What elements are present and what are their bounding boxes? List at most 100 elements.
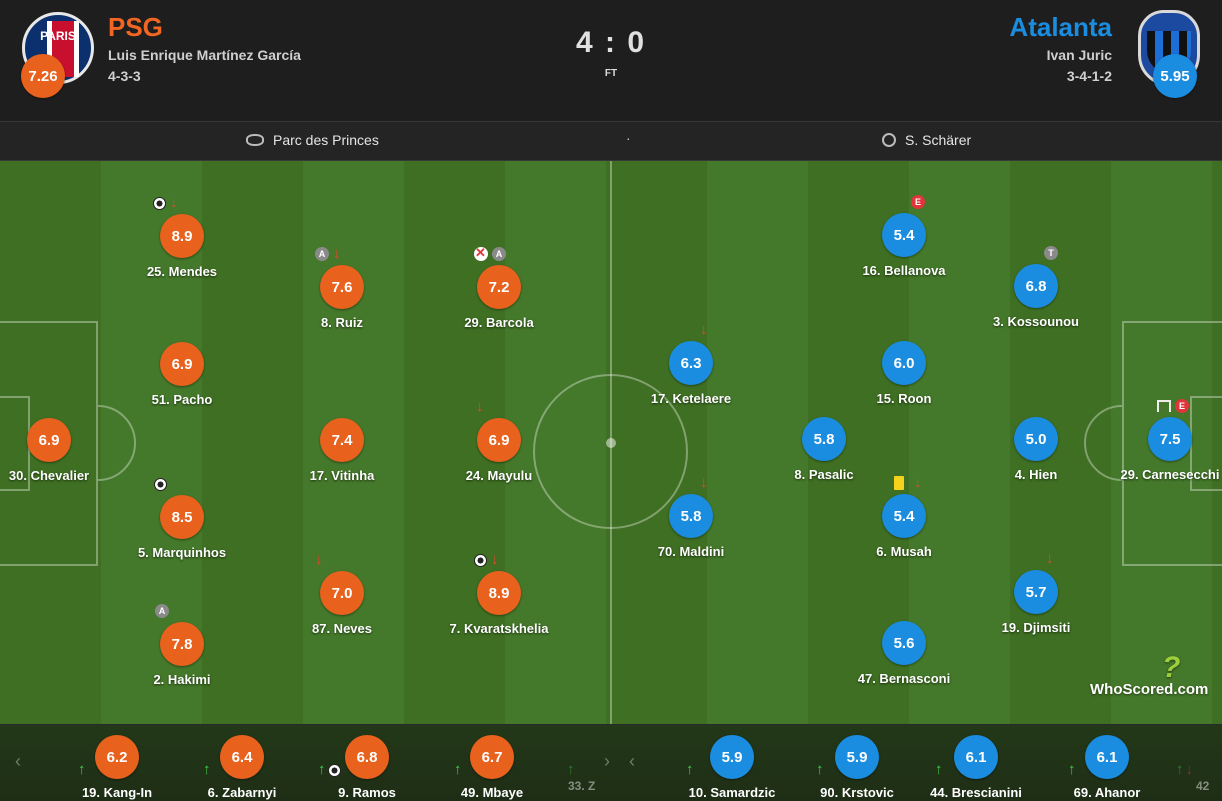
player-vitinha[interactable]: 7.4 17. Vitinha [272,418,412,483]
bench-player-kang-in[interactable]: 6.2 19. Kang-In [57,735,177,800]
save-icon [1157,400,1171,412]
ramos-events: ↑ [318,762,341,777]
player-rating: 7.6 [320,265,364,309]
player-bernasconi[interactable]: 5.6 47. Bernasconi [834,621,974,686]
player-name: 2. Hakimi [153,672,211,687]
sub-off-icon: ↓ [914,474,922,491]
player-djimsiti[interactable]: 5.7 19. Djimsiti [966,570,1106,635]
sub-off-icon: ↓ [170,194,178,211]
player-mendes[interactable]: 8.9 25. Mendes [112,214,252,279]
player-name: 15. Roon [876,391,932,406]
player-pacho[interactable]: 6.9 51. Pacho [112,342,252,407]
ruiz-events: A ↓ [315,246,341,262]
player-rating: 7.4 [320,418,364,462]
player-pasalic[interactable]: 5.8 8. Pasalic [754,417,894,482]
player-name: 87. Neves [312,621,372,636]
bench-prev-home-icon[interactable]: ‹ [15,751,21,771]
player-marquinhos[interactable]: 8.5 5. Marquinhos [112,495,252,560]
bench-prev-away-icon[interactable]: ‹ [629,751,635,771]
player-neves[interactable]: 7.0 87. Neves [272,571,412,636]
player-hien[interactable]: 5.0 4. Hien [966,417,1106,482]
bench-next-home-icon[interactable]: › [604,751,610,771]
ball-icon [474,553,487,567]
away-formation: 3-4-1-2 [1066,68,1112,84]
match-status: FT [604,68,618,79]
sub-off-icon: ↓ [700,321,708,338]
bench-player-zabarnyi[interactable]: 6.4 6. Zabarnyi [182,735,302,800]
player-name: 42 [1196,779,1210,793]
assist-badge-icon: A [155,604,169,618]
player-name: 47. Bernasconi [857,671,951,686]
player-name: 9. Ramos [338,785,396,800]
whoscored-mark-icon: ? [1162,651,1181,684]
player-ketelaere[interactable]: 6.3 17. Ketelaere [621,341,761,406]
bench-player-partial-home[interactable]: 33. Z [568,779,598,793]
player-rating: 6.3 [669,341,713,385]
player-rating: 6.0 [882,341,926,385]
venue: Parc des Princes [246,132,379,148]
player-rating: 6.2 [95,735,139,779]
player-rating: 8.9 [477,571,521,615]
bench-player-ramos[interactable]: 6.8 9. Ramos [307,735,427,800]
bellanova-events: E [911,194,925,210]
player-bellanova[interactable]: 5.4 16. Bellanova [834,213,974,278]
hakimi-events: A [155,603,169,619]
player-name: 6. Musah [876,544,932,559]
missed-chance-icon [474,245,488,261]
player-rating: 5.0 [1014,417,1058,461]
ketelaere-events: ↓ [700,322,708,338]
away-team-name[interactable]: Atalanta [1009,12,1112,42]
neves-events: ↓ [315,552,323,568]
player-name: 29. Carnesecchi [1120,467,1220,482]
player-name: 8. Pasalic [794,467,854,482]
player-carnesecchi[interactable]: 7.5 29. Carnesecchi [1100,417,1222,482]
player-musah[interactable]: 5.4 6. Musah [834,494,974,559]
player-rating: 5.9 [710,735,754,779]
player-mayulu[interactable]: 6.9 24. Mayulu [429,418,569,483]
sub-on-icon: ↑ [203,761,211,778]
player-kvaratskhelia[interactable]: 8.9 7. Kvaratskhelia [429,571,569,636]
bench-player-partial-away[interactable]: 42 [1196,779,1216,793]
bench-player-krstovic[interactable]: 5.9 90. Krstovic [797,735,917,800]
player-rating: 6.1 [954,735,998,779]
player-hakimi[interactable]: 7.8 2. Hakimi [112,622,252,687]
marquinhos-events [154,476,167,492]
sub-off-icon: ↓ [700,474,708,491]
penalty-box-left [0,321,98,566]
player-roon[interactable]: 6.0 15. Roon [834,341,974,406]
player-barcola[interactable]: 7.2 29. Barcola [429,265,569,330]
player-maldini[interactable]: 5.8 70. Maldini [621,494,761,559]
player-rating: 5.6 [882,621,926,665]
sub-on-icon: ↑ [686,761,694,778]
player-name: 3. Kossounou [993,314,1079,329]
bench-player-samardzic[interactable]: 5.9 10. Samardzic [672,735,792,800]
player-name: 7. Kvaratskhelia [449,621,549,636]
player-kossounou[interactable]: 6.8 3. Kossounou [966,264,1106,329]
sub-on-icon: ↑ [935,761,943,778]
player-rating: 6.1 [1085,735,1129,779]
player-name: 69. Ahanor [1073,785,1141,800]
center-spot [606,438,616,448]
home-team-name[interactable]: PSG [108,12,163,42]
bench-player-brescianini[interactable]: 6.1 44. Brescianini [916,735,1036,800]
match-score: 4 : 0 [575,26,647,59]
player-rating: 6.9 [27,418,71,462]
whoscored-logo: ? WhoScored.com [1090,651,1209,698]
djimsiti-events: ↓ [1046,551,1054,567]
player-rating: 6.8 [345,735,389,779]
player-rating: 5.4 [882,494,926,538]
player-name: 6. Zabarnyi [207,785,277,800]
home-coach: Luis Enrique Martínez García [108,47,301,63]
center-circle [533,374,688,529]
venue-name: Parc des Princes [273,132,379,148]
player-chevalier[interactable]: 6.9 30. Chevalier [0,418,119,483]
info-separator: · [626,130,631,146]
yellow-card-icon [894,476,904,490]
sub-off-icon: ↓ [333,245,341,262]
bench-player-ahanor[interactable]: 6.1 69. Ahanor [1047,735,1167,800]
player-name: 5. Marquinhos [137,545,227,560]
bench-player-mbaye[interactable]: 6.7 49. Mbaye [432,735,552,800]
player-ruiz[interactable]: 7.6 8. Ruiz [272,265,412,330]
player-rating: 8.9 [160,214,204,258]
sub-on-icon: ↑ [1176,761,1184,778]
